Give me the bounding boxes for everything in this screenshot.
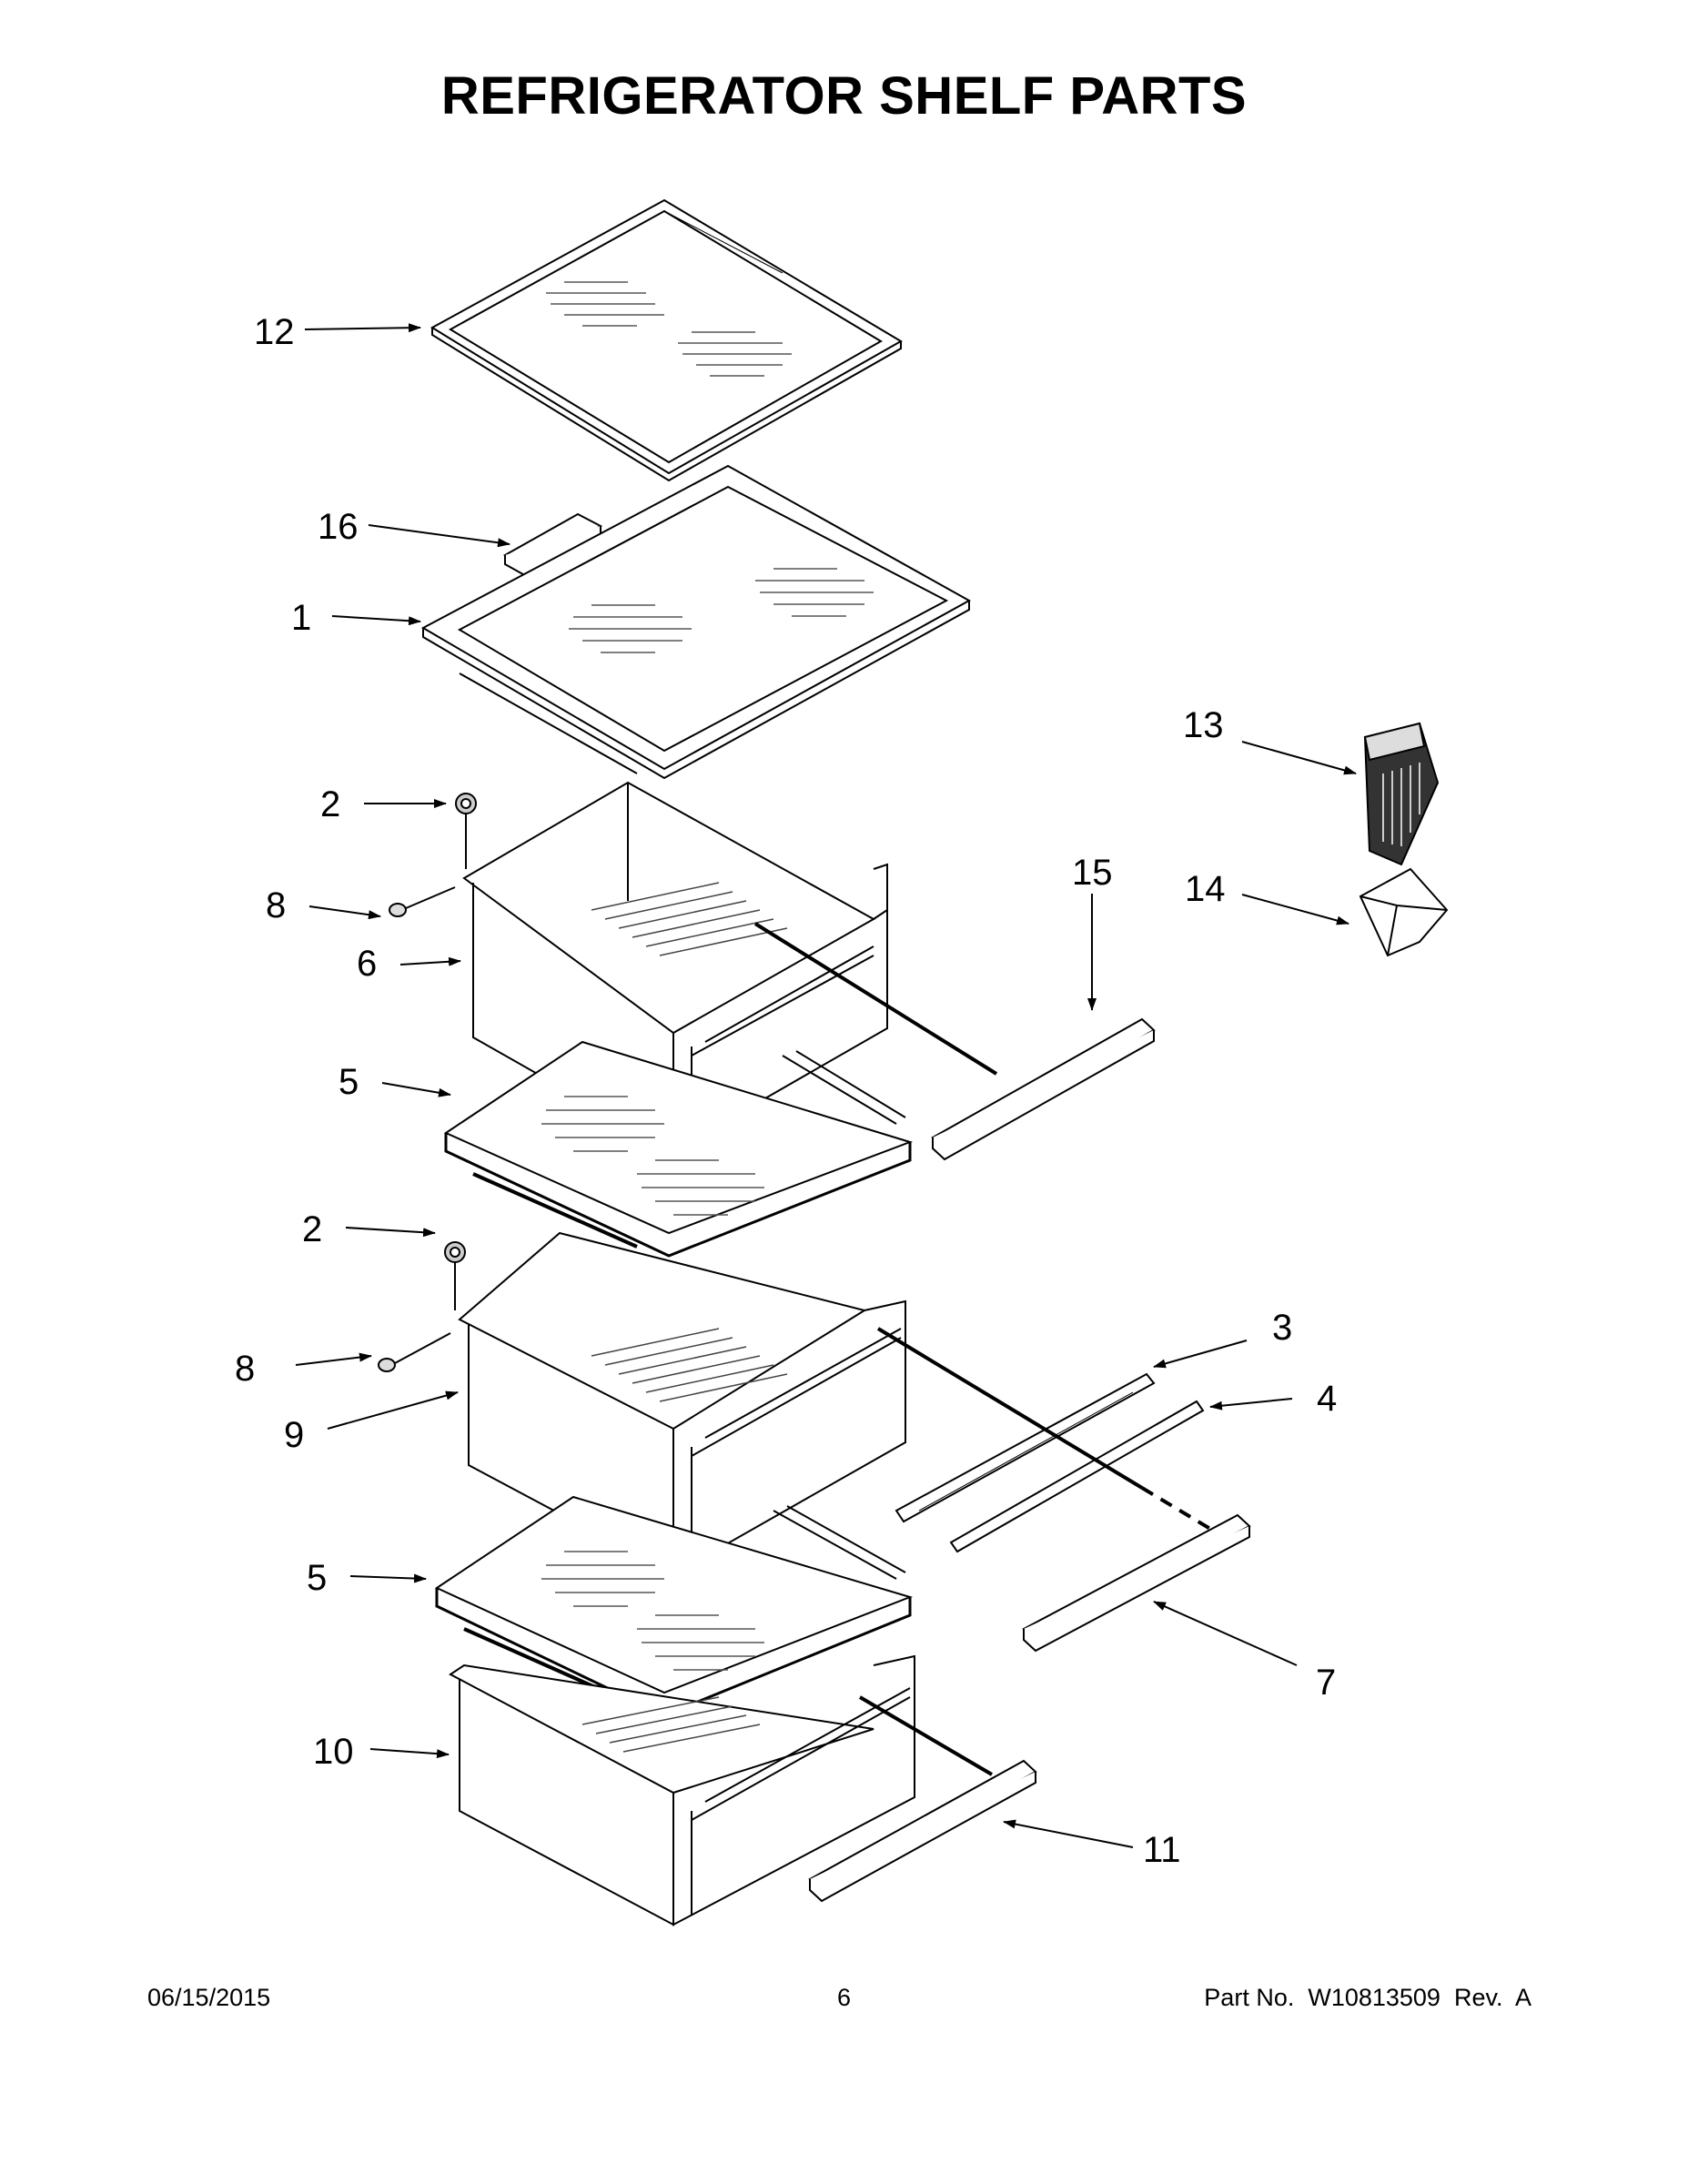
callout-11: 11 [1143,1830,1181,1870]
footer-page-number: 6 [836,1984,852,2011]
part-4-slide [949,1400,1205,1553]
part-2-roller-upper [455,793,477,869]
callout-9: 9 [284,1415,304,1455]
callout-5-upper: 5 [339,1062,359,1102]
part-1-shelf [420,464,972,780]
callout-7: 7 [1316,1663,1336,1703]
callout-3: 3 [1272,1308,1292,1348]
callout-arrows [295,323,1357,1848]
part-9-crisper-drawer [458,1231,906,1576]
callout-5-lower: 5 [307,1558,327,1598]
part-8-pin-upper [389,886,456,917]
part-10-drawer [449,1654,915,1926]
callout-14: 14 [1185,869,1226,909]
part-15-rail [931,1017,1156,1161]
part-13-filter [1363,722,1440,866]
callout-10: 10 [313,1732,354,1772]
callout-2-upper: 2 [320,784,340,824]
callout-12: 12 [254,312,295,352]
page-title: REFRIGERATOR SHELF PARTS [440,66,1248,126]
part-8-pin-lower [378,1332,451,1372]
callout-1: 1 [291,598,311,638]
part-2-roller-lower [444,1241,466,1310]
part-14-bag [1359,867,1449,957]
callout-16: 16 [318,507,359,547]
part-3-slide [895,1372,1156,1523]
callout-8-lower: 8 [235,1349,255,1389]
connector-lines [753,922,1212,1776]
footer-date: 06/15/2015 [147,1984,271,2011]
callout-13: 13 [1183,705,1224,745]
callout-2-lower: 2 [302,1209,322,1249]
part-11-rail [808,1759,1037,1903]
footer-part-number: Part No. W10813509 Rev. A [1204,1984,1531,2011]
part-12-shelf [430,198,903,482]
callout-6: 6 [357,944,377,984]
callout-labels: 12 16 1 13 2 15 14 8 6 5 2 3 8 4 9 5 7 1… [235,312,1337,1870]
part-5-cover-upper [443,1040,914,1258]
part-7-rail [1022,1513,1251,1653]
callout-15: 15 [1072,853,1113,893]
callout-4: 4 [1317,1379,1337,1419]
callout-8-upper: 8 [266,885,286,925]
